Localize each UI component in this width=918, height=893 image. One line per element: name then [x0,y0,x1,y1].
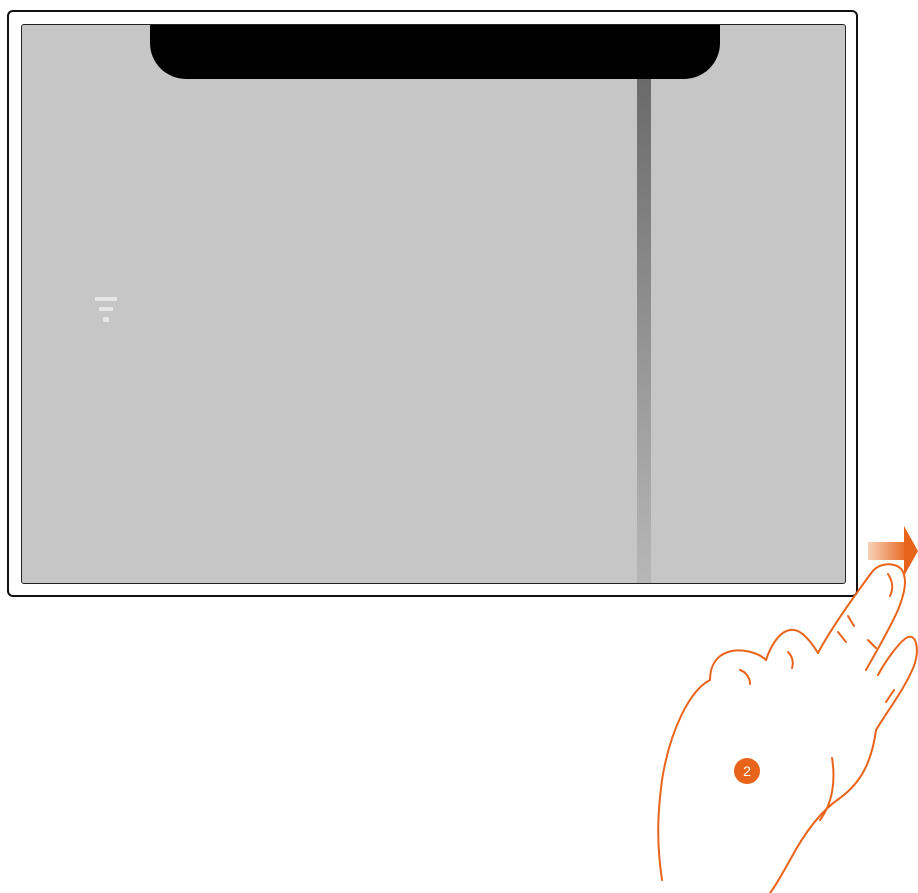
wifi-icon [95,297,117,331]
device-screen[interactable] [21,24,846,584]
top-notch [150,24,720,79]
tablet-device [7,10,858,597]
hand-icon [640,520,918,893]
step-badge: 2 [734,758,760,784]
panel-divider [637,79,651,584]
